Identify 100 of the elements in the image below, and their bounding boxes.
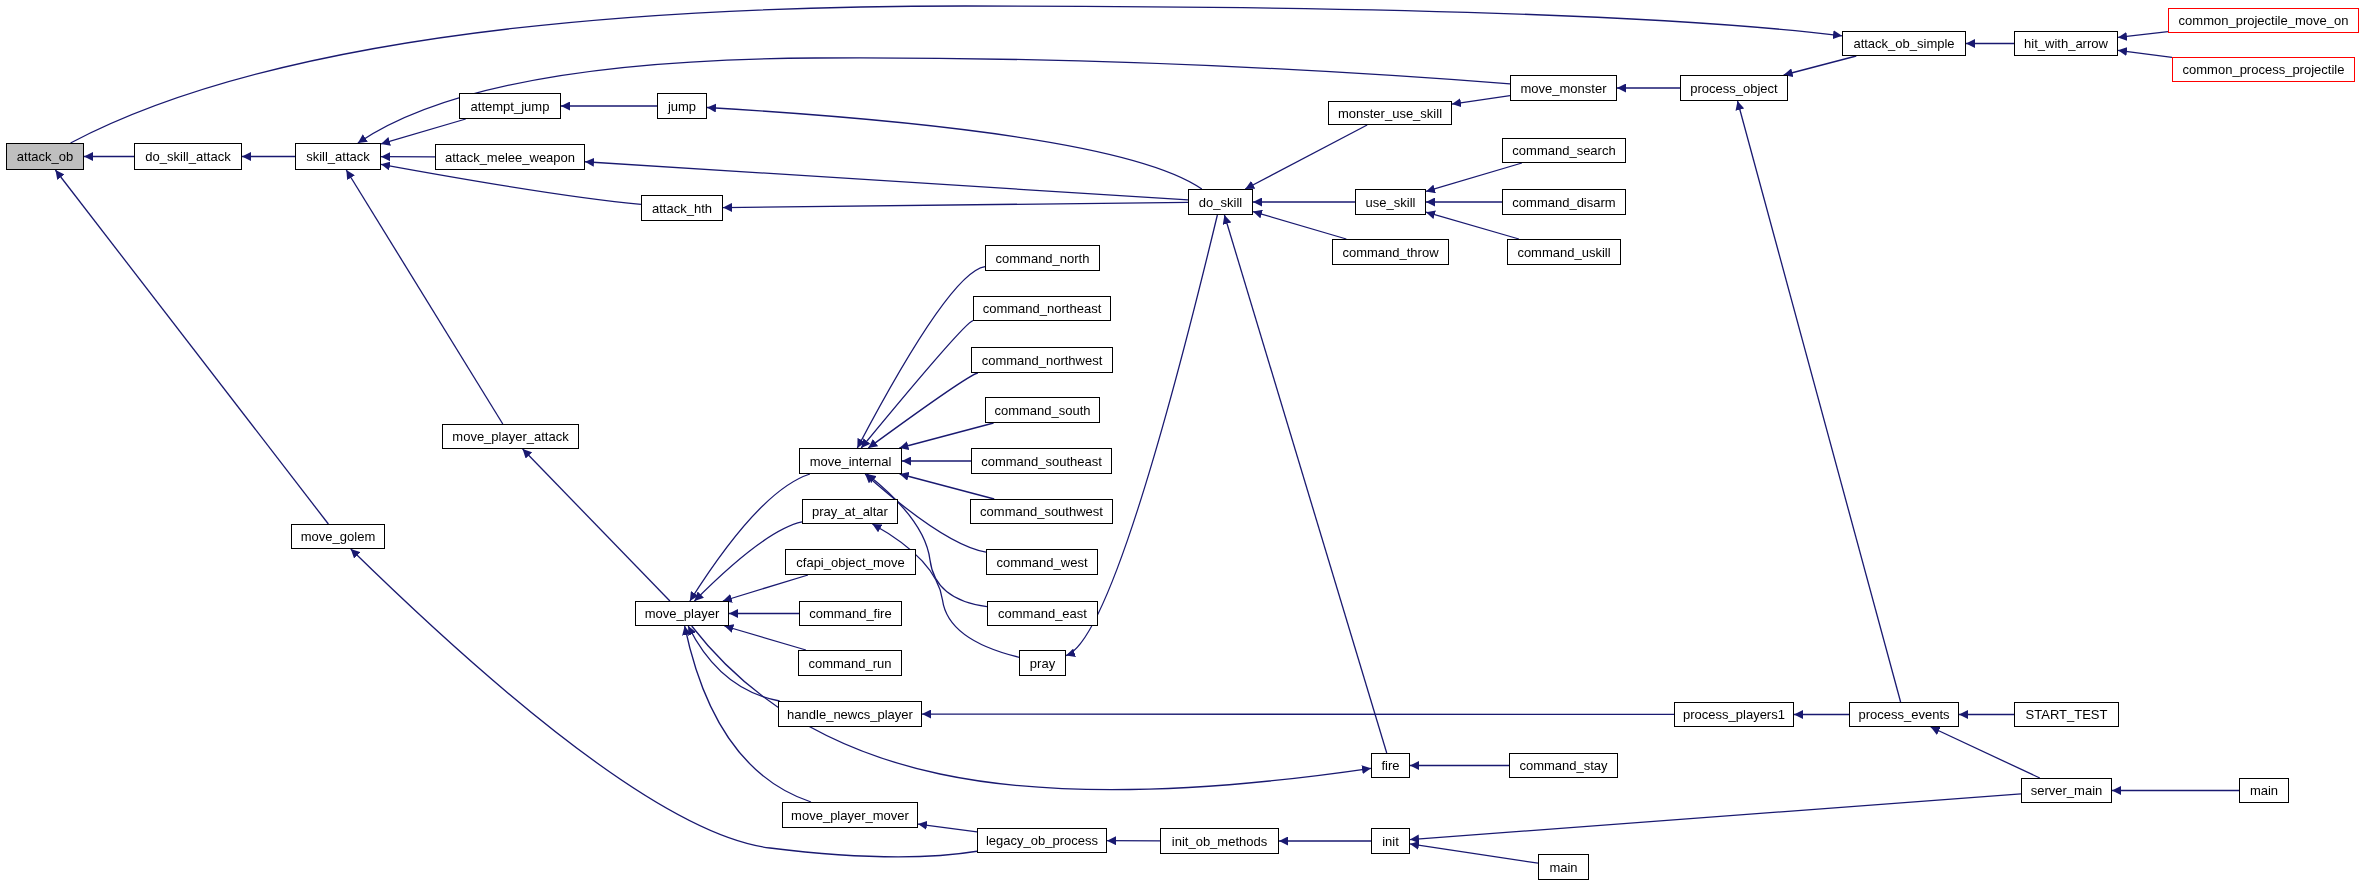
arrow	[728, 609, 800, 618]
arrow	[687, 625, 781, 702]
arrow	[560, 101, 658, 111]
function-name: init_ob_methods	[1171, 833, 1268, 849]
function-box	[641, 195, 723, 221]
function-box	[971, 448, 1112, 474]
function-box	[1371, 753, 1410, 778]
function-box	[987, 601, 1098, 626]
arrow	[1425, 210, 1520, 240]
function-box	[1509, 753, 1618, 778]
function-box	[778, 701, 922, 727]
function-box	[2014, 31, 2118, 56]
function-name: attack_hth	[652, 200, 712, 216]
arrow	[901, 456, 972, 466]
arrow	[1965, 39, 2015, 48]
function-name: command_throw	[1342, 244, 1439, 260]
arrow	[69, 5, 1843, 144]
function-box	[1355, 189, 1426, 215]
function-name: attempt_jump	[470, 98, 550, 114]
function-box	[782, 802, 918, 828]
arrow	[1106, 836, 1161, 846]
function-name: command_northwest	[981, 352, 1103, 368]
function-box	[1188, 189, 1253, 215]
function-box	[2172, 57, 2355, 82]
function-box	[977, 828, 1107, 853]
arrow	[871, 523, 1020, 658]
function-name: command_southwest	[980, 504, 1103, 519]
arrow	[921, 709, 1675, 719]
arrow	[856, 266, 986, 449]
function-box	[970, 499, 1113, 524]
function-name: command_east	[998, 606, 1087, 621]
function-name: move_monster	[1520, 80, 1607, 96]
function-box	[799, 448, 902, 474]
function-name: server_main	[2030, 783, 2103, 798]
function-box	[435, 144, 585, 170]
arrow	[1735, 100, 1902, 703]
function-name: attack_ob_simple	[1853, 36, 1955, 51]
arrow	[691, 625, 1372, 791]
function-box	[2239, 778, 2289, 803]
function-box	[1538, 854, 1589, 880]
arrow	[83, 152, 135, 161]
function-name: command_uskill	[1517, 244, 1611, 260]
arrow	[350, 548, 978, 858]
arrow	[723, 624, 807, 651]
function-name: command_run	[808, 655, 892, 671]
arrow	[1222, 214, 1388, 754]
arrow	[722, 574, 809, 603]
arrow	[1793, 710, 1850, 719]
function-name: do_skill	[1198, 194, 1243, 210]
arrow	[1958, 710, 2015, 719]
arrow	[521, 448, 671, 602]
arrow	[1065, 214, 1218, 657]
function-name: main	[2249, 783, 2279, 798]
function-box	[1502, 138, 1626, 163]
function-name: common_projectile_move_on	[2178, 13, 2349, 28]
function-name: monster_use_skill	[1337, 105, 1442, 121]
arrow	[1616, 83, 1681, 93]
function-name: attack_ob	[16, 149, 74, 164]
function-box	[1674, 702, 1794, 727]
function-box	[291, 524, 385, 549]
function-name: command_north	[995, 250, 1090, 266]
function-box	[2014, 702, 2119, 727]
function-box	[798, 650, 902, 676]
function-box	[1019, 650, 1066, 676]
function-name: process_object	[1690, 80, 1778, 96]
function-name: move_player_attack	[452, 429, 569, 444]
arrow	[706, 103, 1203, 190]
function-name: process_events	[1858, 707, 1950, 722]
function-name: move_internal	[809, 453, 892, 469]
function-name: command_stay	[1519, 758, 1608, 773]
arrow	[1409, 840, 1539, 864]
function-name: process_players1	[1683, 707, 1785, 722]
function-box	[985, 245, 1100, 271]
arrow	[689, 473, 811, 602]
function-box	[1160, 828, 1279, 854]
function-name: command_south	[994, 402, 1091, 418]
function-name: main	[1549, 859, 1578, 875]
arrow	[380, 152, 436, 162]
arrow	[1425, 197, 1503, 207]
function-box	[2021, 778, 2112, 803]
function-box	[1332, 239, 1449, 265]
function-box	[657, 93, 707, 119]
function-box	[295, 143, 381, 170]
arrow	[693, 521, 803, 602]
arrow	[2111, 786, 2240, 795]
function-name: do_skill_attack	[145, 149, 231, 164]
function-name: fire	[1381, 758, 1400, 773]
arrow	[1278, 836, 1372, 846]
function-box	[1849, 702, 1959, 727]
function-name: init	[1382, 833, 1399, 849]
arrow	[867, 372, 979, 449]
function-name: pray	[1029, 655, 1056, 671]
function-box	[1371, 828, 1410, 854]
function-name: command_disarm	[1512, 194, 1616, 210]
function-box	[2168, 8, 2359, 33]
arrow	[1409, 793, 2022, 844]
function-box	[785, 549, 916, 575]
function-box	[1328, 101, 1452, 125]
function-box	[442, 424, 579, 449]
function-name: hit_with_arrow	[2024, 36, 2108, 51]
